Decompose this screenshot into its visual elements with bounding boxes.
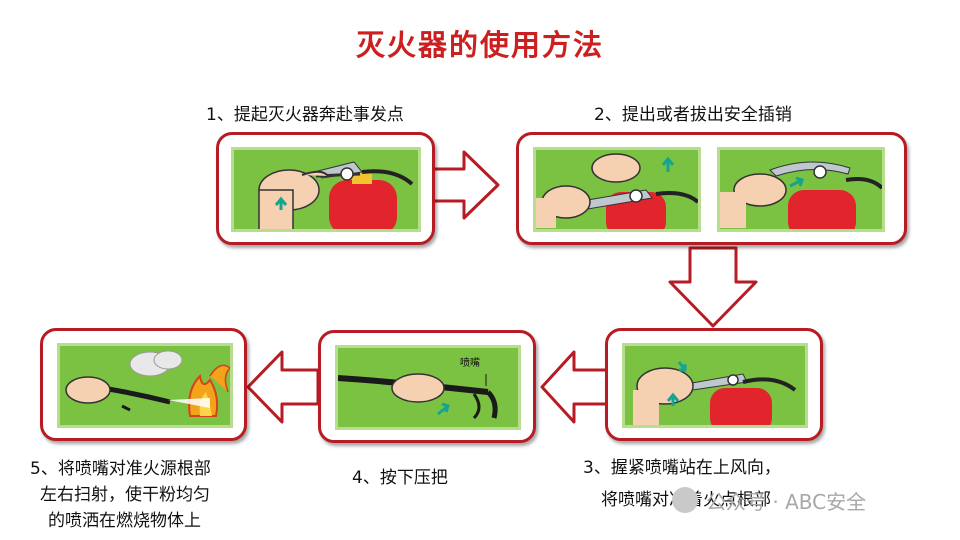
flow-arrow-2-to-3 <box>668 246 758 328</box>
step-5-card <box>40 328 247 441</box>
step-2-card <box>516 132 907 245</box>
flow-arrow-1-to-2 <box>430 150 500 220</box>
flow-arrow-3-to-4 <box>540 350 610 424</box>
step-5-caption-line-3: 的喷洒在燃烧物体上 <box>48 511 201 531</box>
wechat-icon <box>672 487 698 513</box>
flow-arrow-4-to-5 <box>246 350 320 424</box>
page-title: 灭火器的使用方法 <box>355 28 604 62</box>
step-2-illustration-pull <box>533 147 701 232</box>
step-3-illustration <box>622 343 808 428</box>
step-4-illustration: 喷嘴 <box>335 345 521 430</box>
step-5-caption-line-1: 5、将喷嘴对准火源根部 <box>30 459 211 479</box>
step-2-caption: 2、提出或者拔出安全插销 <box>594 105 792 125</box>
step-4-caption: 4、按下压把 <box>352 468 448 488</box>
watermark-text: 公众号 · ABC安全 <box>706 489 867 514</box>
step-3-card <box>605 328 823 441</box>
step-4-card: 喷嘴 <box>318 330 536 443</box>
step-5-illustration <box>57 343 233 428</box>
step-3-caption-line-1: 3、握紧喷嘴站在上风向， <box>583 458 781 478</box>
watermark: 公众号 · ABC安全 <box>672 484 866 516</box>
step-5-caption-line-2: 左右扫射，使干粉均匀 <box>40 485 210 505</box>
step-5-caption: 5、将喷嘴对准火源根部 左右扫射，使干粉均匀 的喷洒在燃烧物体上 <box>30 456 211 534</box>
step-1-card <box>216 132 435 245</box>
nozzle-label: 喷嘴 <box>460 358 480 369</box>
step-1-caption: 1、提起灭火器奔赴事发点 <box>206 105 404 125</box>
step-2-illustration-pin <box>717 147 885 232</box>
step-1-illustration <box>231 147 421 232</box>
